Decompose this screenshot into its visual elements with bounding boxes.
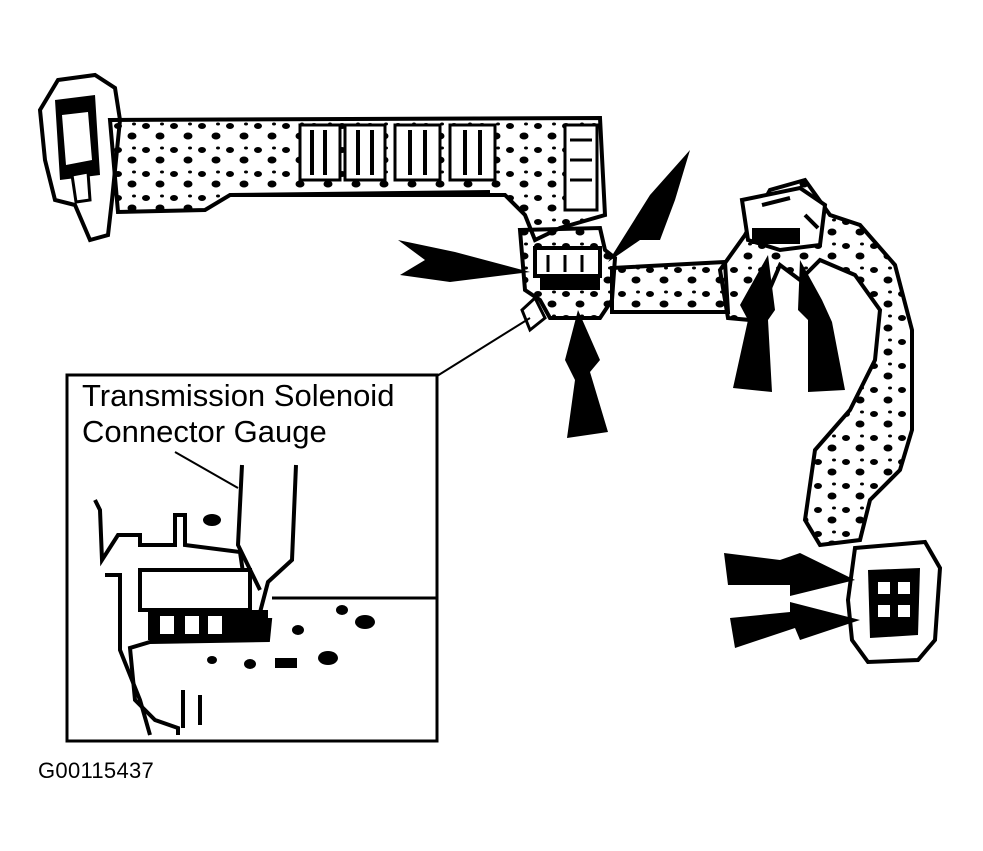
pointer-arrows bbox=[398, 150, 860, 648]
callout-label: Transmission Solenoid Connector Gauge bbox=[82, 378, 394, 450]
inset-detail-box bbox=[65, 373, 439, 743]
solenoid-connector bbox=[517, 225, 618, 333]
left-connector bbox=[37, 72, 123, 243]
callout-line-2: Connector Gauge bbox=[82, 414, 327, 449]
lower-right-connector bbox=[845, 539, 943, 665]
inset-leader-line bbox=[436, 317, 531, 377]
callout-line-1: Transmission Solenoid bbox=[82, 378, 395, 413]
figure-id: G00115437 bbox=[38, 758, 155, 783]
main-harness-body bbox=[107, 115, 608, 243]
callout-pointer-line bbox=[174, 451, 239, 489]
